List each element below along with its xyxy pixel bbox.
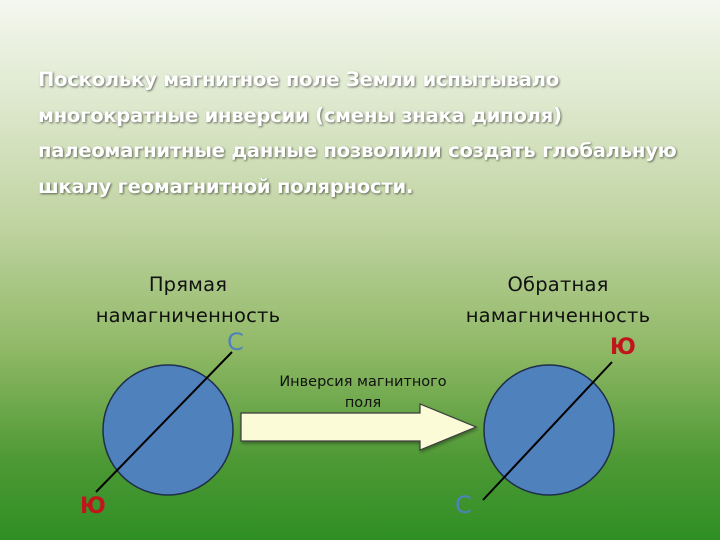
left-earth-sphere <box>102 364 234 496</box>
inversion-caption: Инверсия магнитного поля <box>258 372 468 414</box>
inversion-caption-line2: поля <box>344 395 382 411</box>
direct-label-line1: Прямая <box>148 273 228 296</box>
right-south-pole-label: Ю <box>610 335 636 360</box>
left-south-pole-label: Ю <box>80 494 106 519</box>
reverse-label-line2: намагниченность <box>465 304 651 327</box>
slide-title: Поскольку магнитное поле Земли испытывал… <box>38 68 677 198</box>
left-dipole-axis <box>95 351 233 493</box>
reverse-magnetization-label: Обратная намагниченность <box>428 269 688 331</box>
direct-magnetization-label: Прямая намагниченность <box>68 269 308 331</box>
inversion-arrow <box>240 403 478 451</box>
reverse-label-line1: Обратная <box>507 273 609 296</box>
inversion-caption-line1: Инверсия магнитного <box>279 374 447 390</box>
left-north-pole-label: С <box>227 328 244 356</box>
right-north-pole-label: С <box>455 491 472 519</box>
right-dipole-axis <box>482 361 613 501</box>
direct-label-line2: намагниченность <box>95 304 281 327</box>
